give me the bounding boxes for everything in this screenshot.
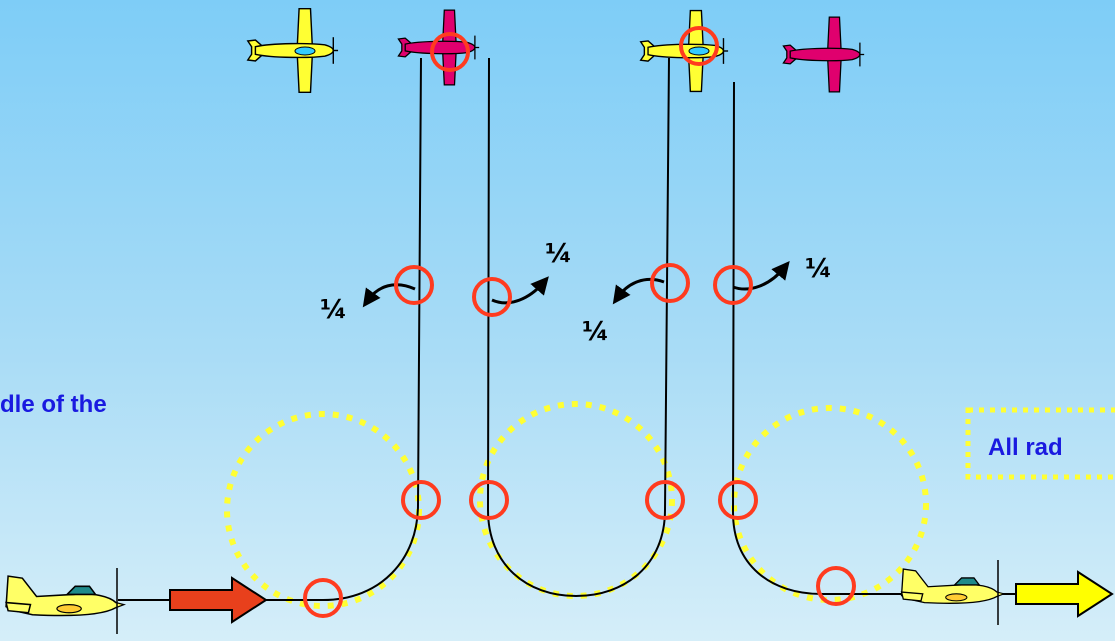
marker-circle [474, 279, 510, 315]
right-note: All rad [988, 434, 1063, 461]
exit-arrow [1016, 572, 1112, 616]
quarter-label-3: ¼ [582, 317, 609, 347]
canopy-icon [689, 47, 709, 55]
marker-circles [305, 28, 854, 616]
top-view-planes [248, 9, 864, 93]
left-note: dle of the [0, 391, 107, 418]
u-turn-path [488, 58, 669, 596]
quarter-label-1: ¼ [320, 295, 347, 325]
dotted-circle-3 [734, 408, 926, 600]
dotted-circle-1 [227, 414, 419, 606]
quarter-label-2: ¼ [545, 239, 572, 269]
marker-circle [652, 265, 688, 301]
yellow-plane-top-left [248, 9, 338, 93]
first-pull-up [262, 58, 421, 600]
exit-plane-side [902, 569, 1004, 603]
marker-circle [720, 482, 756, 518]
roll-arrow-4 [733, 268, 784, 289]
magenta-plane-top-right [783, 17, 864, 92]
second-pull-down [733, 82, 905, 594]
canopy-icon [295, 47, 315, 55]
entry-arrow [170, 578, 266, 622]
roll-arrow-2 [492, 283, 543, 303]
marker-circle [305, 580, 341, 616]
quarter-label-4: ¼ [805, 254, 832, 284]
entry-plane-side [6, 576, 124, 615]
flight-path [118, 58, 1015, 600]
roll-arrow-1 [368, 285, 415, 300]
